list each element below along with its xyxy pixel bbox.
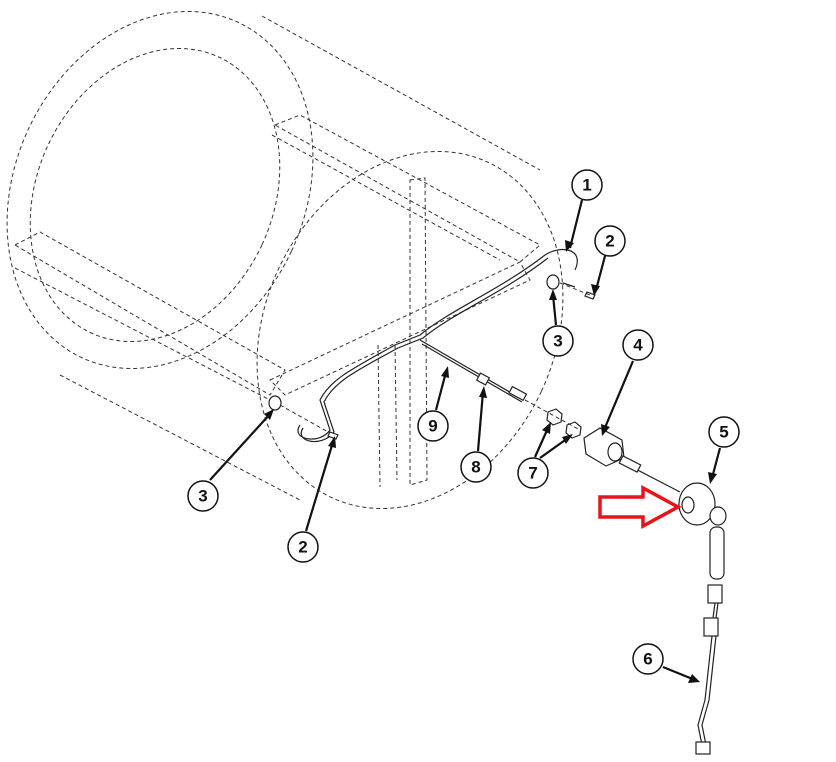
callout-label: 7 (528, 464, 537, 483)
callout-9: 9 (417, 410, 449, 442)
callout-2-left: 2 (287, 531, 319, 563)
nuts (524, 399, 582, 439)
callout-3: 3 (542, 325, 574, 357)
callout-3-left: 3 (187, 480, 219, 512)
callout-label: 6 (643, 650, 652, 669)
callout-label: 2 (605, 232, 614, 251)
callout-label: 1 (582, 176, 591, 195)
callout-label: 3 (198, 487, 207, 506)
coupler (583, 427, 681, 493)
callout-5: 5 (708, 416, 740, 448)
drum-outline (6, 10, 564, 510)
callout-label: 2 (298, 538, 307, 557)
callout-1: 1 (571, 169, 603, 201)
leader-lines (209, 199, 722, 683)
callout-4: 4 (622, 329, 654, 361)
callout-label: 5 (719, 423, 728, 442)
callout-label: 3 (553, 332, 562, 351)
callout-8: 8 (460, 451, 492, 483)
callout-label: 4 (633, 336, 643, 355)
callout-label: 8 (471, 458, 480, 477)
callout-label: 9 (428, 417, 437, 436)
callout-6: 6 (632, 643, 664, 675)
highlight-arrow (598, 485, 682, 529)
sensor-assembly (678, 482, 727, 755)
frame-rails (13, 114, 541, 488)
callout-2: 2 (594, 225, 626, 257)
wire-harness (297, 248, 578, 443)
callout-7: 7 (517, 457, 549, 489)
